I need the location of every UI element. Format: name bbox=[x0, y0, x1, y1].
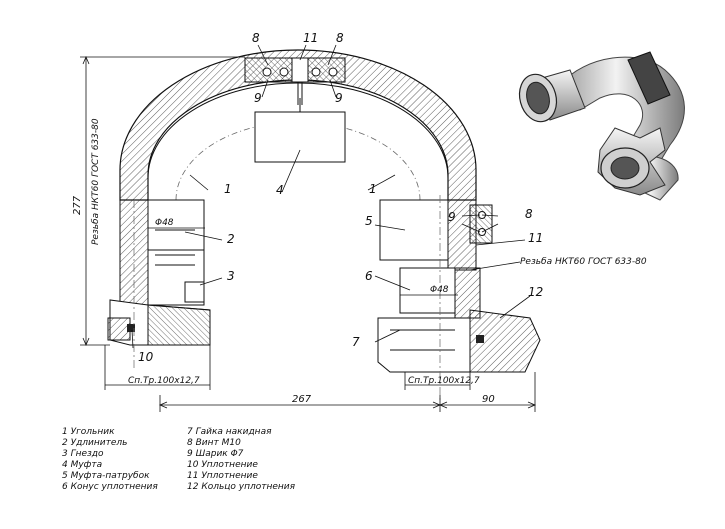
top-bearing-block bbox=[244, 57, 346, 105]
legend-item: 11 Уплотнение bbox=[187, 471, 258, 481]
dim-dia-left: Φ48 bbox=[155, 218, 174, 228]
legend-item: 9 Шарик Φ7 bbox=[187, 449, 244, 459]
callout-8-top-right: 8 bbox=[336, 31, 344, 45]
legend-item: 2 Удлинитель bbox=[62, 438, 128, 448]
callout-9-top-left: 9 bbox=[254, 91, 262, 105]
dim-thread-right: Сп.Тр.100х12,7 bbox=[408, 376, 480, 386]
dim-thread-left: Сп.Тр.100х12,7 bbox=[128, 376, 200, 386]
dimension-texts: 277 Резьба НКТ60 ГОСТ 633-80 Φ48 Φ48 Рез… bbox=[72, 118, 647, 405]
swivel-joint-illustration bbox=[518, 51, 685, 201]
legend-left: 1 Угольник 2 Удлинитель 3 Гнездо 4 Муфта… bbox=[62, 427, 158, 493]
dimension-lines bbox=[80, 55, 537, 412]
callout-7: 7 bbox=[352, 335, 360, 349]
callout-1-left: 1 bbox=[224, 182, 232, 196]
callout-9-top-right: 9 bbox=[335, 91, 343, 105]
thread-note-left: Резьба НКТ60 ГОСТ 633-80 bbox=[91, 118, 101, 245]
legend-item: 6 Конус уплотнения bbox=[62, 482, 158, 492]
legend-item: 1 Угольник bbox=[62, 427, 115, 437]
callout-6: 6 bbox=[365, 269, 373, 283]
leader-lines bbox=[131, 44, 531, 349]
legend-item: 10 Уплотнение bbox=[187, 460, 258, 470]
legend-item: 8 Винт М10 bbox=[187, 438, 241, 448]
legend-right: 7 Гайка накидная 8 Винт М10 9 Шарик Φ7 1… bbox=[187, 427, 295, 493]
right-leg bbox=[377, 195, 541, 400]
dim-277: 277 bbox=[72, 195, 83, 215]
dim-dia-right: Φ48 bbox=[430, 285, 449, 295]
callout-2: 2 bbox=[227, 232, 235, 246]
callout-5: 5 bbox=[365, 214, 373, 228]
thread-note-right: Резьба НКТ60 ГОСТ 633-80 bbox=[520, 257, 647, 267]
legend-item: 7 Гайка накидная bbox=[187, 427, 272, 437]
legend-item: 5 Муфта-патрубок bbox=[62, 471, 150, 481]
callout-8-top-left: 8 bbox=[252, 31, 260, 45]
dim-90: 90 bbox=[482, 394, 495, 405]
callout-9-right: 9 bbox=[448, 210, 456, 224]
legend-item: 3 Гнездо bbox=[62, 449, 104, 459]
callout-12: 12 bbox=[528, 285, 543, 299]
callout-3: 3 bbox=[227, 269, 235, 283]
callout-8-right: 8 bbox=[525, 207, 533, 221]
legend-item: 4 Муфта bbox=[62, 460, 103, 470]
callout-1-right: 1 bbox=[369, 182, 377, 196]
callout-10: 10 bbox=[138, 350, 154, 364]
left-leg bbox=[107, 199, 211, 370]
callout-11-top: 11 bbox=[303, 31, 318, 45]
legend-item: 12 Кольцо уплотнения bbox=[187, 482, 296, 492]
callout-11-right: 11 bbox=[528, 231, 543, 245]
dim-267: 267 bbox=[292, 394, 312, 405]
callout-labels: 8 11 8 9 9 1 1 4 2 3 5 6 7 9 8 11 12 10 bbox=[138, 31, 543, 364]
callout-4: 4 bbox=[276, 183, 284, 197]
center-coupling bbox=[254, 98, 346, 163]
